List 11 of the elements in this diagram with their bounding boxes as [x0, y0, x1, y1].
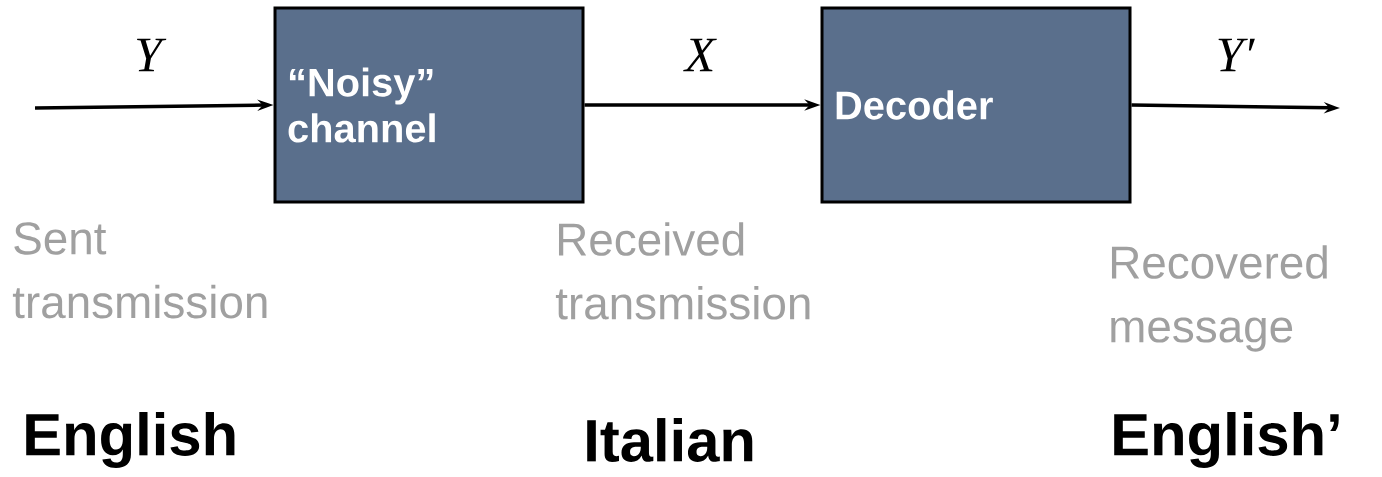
- edge-label: Y′: [1218, 38, 1255, 72]
- language-label: English: [26, 412, 235, 468]
- edge-label: Y: [137, 38, 167, 72]
- caption-text: Received transmission: [555, 222, 810, 320]
- language-label: English’: [1114, 412, 1339, 468]
- language-label: Italian: [587, 418, 753, 462]
- process-box: Decoder: [820, 6, 1132, 204]
- caption-text: Recovered message: [1111, 245, 1327, 352]
- edge-label: X: [683, 38, 717, 72]
- caption-text: Sent transmission: [12, 222, 267, 319]
- process-box: “Noisy” channel: [273, 6, 585, 204]
